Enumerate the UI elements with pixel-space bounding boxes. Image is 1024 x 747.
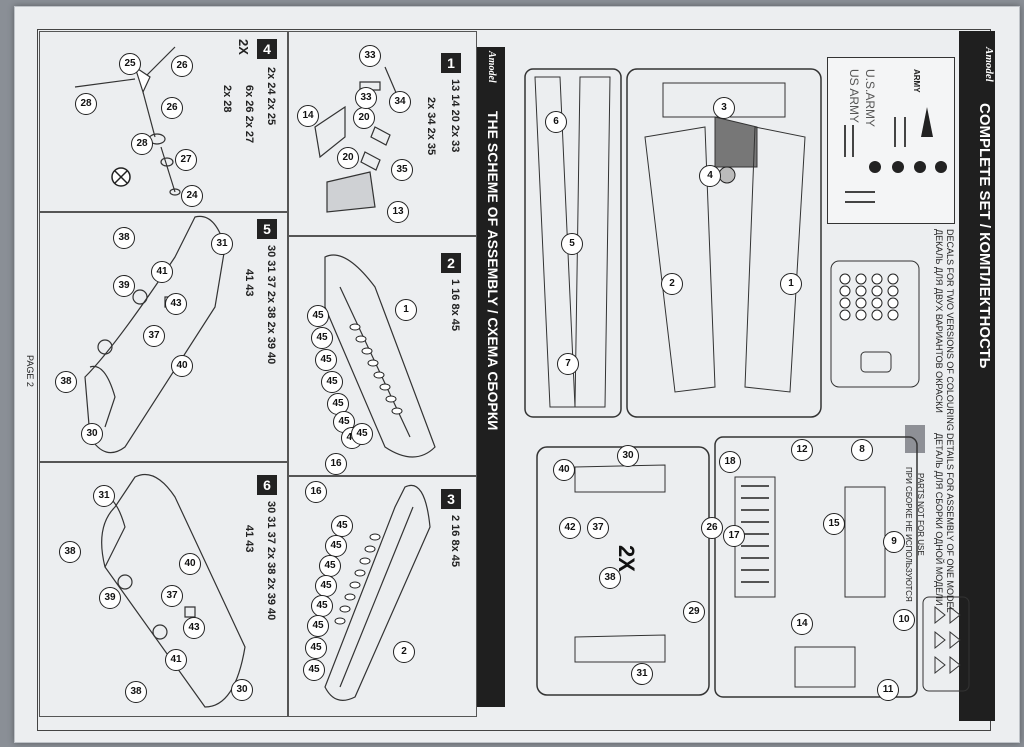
step6-part-40: 40: [179, 553, 201, 575]
step5-part-43: 43: [165, 293, 187, 315]
step-6-number: 6: [257, 475, 277, 495]
step2-part-45b: 45: [311, 327, 333, 349]
step4-part-26: 26: [171, 55, 193, 77]
step5-part-37: 37: [143, 325, 165, 347]
part-number-29: 29: [683, 601, 705, 623]
part-number-12: 12: [791, 439, 813, 461]
assembly-header: [477, 47, 505, 707]
step2-part-45h: 45: [351, 423, 373, 445]
step6-part-43: 43: [183, 617, 205, 639]
step3-part-45h: 45: [303, 659, 325, 681]
part-number-6: 6: [545, 111, 567, 133]
part-number-1: 1: [780, 273, 802, 295]
step3-part-45a: 45: [331, 515, 353, 537]
part-number-26: 26: [701, 517, 723, 539]
step1-part-35: 35: [391, 159, 413, 181]
step-4-panel: [39, 31, 289, 213]
instruction-sheet: Amodel COMPLETE SET / КОМПЛЕКТНОСТЬ DECA…: [14, 6, 1020, 743]
step-2-number: 2: [441, 253, 461, 273]
step6-part-38: 38: [59, 541, 81, 563]
part-number-2: 2: [661, 273, 683, 295]
step5-part-31: 31: [211, 233, 233, 255]
step4-part-24: 24: [181, 185, 203, 207]
step5-part-38b: 38: [55, 371, 77, 393]
part-number-18: 18: [719, 451, 741, 473]
step-6-panel: [39, 461, 289, 717]
step-3-panel: [287, 475, 477, 717]
step6-part-31: 31: [93, 485, 115, 507]
step-2-panel: [287, 235, 477, 477]
part-number-9: 9: [883, 531, 905, 553]
assembly-drawings: [74, 46, 436, 708]
step1-part-20: 20: [353, 107, 375, 129]
step6-part-39: 39: [99, 587, 121, 609]
decal-sheet: [827, 57, 955, 224]
step2-part-45d: 45: [321, 371, 343, 393]
step2-part-45c: 45: [315, 349, 337, 371]
step-4-number: 4: [257, 39, 277, 59]
step-5-number: 5: [257, 219, 277, 239]
part-number-8: 8: [851, 439, 873, 461]
part-number-38: 38: [599, 567, 621, 589]
part-number-5: 5: [561, 233, 583, 255]
step4-part-25: 25: [119, 53, 141, 75]
step5-part-40: 40: [171, 355, 193, 377]
step6-part-41: 41: [165, 649, 187, 671]
part-number-30: 30: [617, 445, 639, 467]
step6-part-38b: 38: [125, 681, 147, 703]
step-1-number: 1: [441, 53, 461, 73]
step3-part-45f: 45: [307, 615, 329, 637]
part-number-11: 11: [877, 679, 899, 701]
step4-part-26b: 26: [161, 97, 183, 119]
step-1-panel: [287, 31, 477, 237]
part-number-14: 14: [791, 613, 813, 635]
part-number-4: 4: [699, 165, 721, 187]
step1-part-34: 34: [389, 91, 411, 113]
complete-set-header: [959, 31, 995, 721]
part-number-10: 10: [893, 609, 915, 631]
part-number-40: 40: [553, 459, 575, 481]
step1-part-33: 33: [359, 45, 381, 67]
part-number-3: 3: [713, 97, 735, 119]
step5-part-30: 30: [81, 423, 103, 445]
step3-part-45b: 45: [325, 535, 347, 557]
step3-part-2: 2: [393, 641, 415, 663]
step3-part-45e: 45: [311, 595, 333, 617]
part-number-17: 17: [723, 525, 745, 547]
step5-part-38: 38: [113, 227, 135, 249]
step-3-number: 3: [441, 489, 461, 509]
step4-part-27: 27: [175, 149, 197, 171]
step3-part-45c: 45: [319, 555, 341, 577]
step4-part-28b: 28: [131, 133, 153, 155]
step1-part-33b: 33: [355, 87, 377, 109]
step4-part-28: 28: [75, 93, 97, 115]
part-number-7: 7: [557, 353, 579, 375]
step2-part-45a: 45: [307, 305, 329, 327]
step6-part-37: 37: [161, 585, 183, 607]
step1-part-20b: 20: [337, 147, 359, 169]
step6-part-30: 30: [231, 679, 253, 701]
part-number-31: 31: [631, 663, 653, 685]
part-number-15: 15: [823, 513, 845, 535]
part-number-37: 37: [587, 517, 609, 539]
step5-part-41: 41: [151, 261, 173, 283]
step1-part-13: 13: [387, 201, 409, 223]
step3-part-45d: 45: [315, 575, 337, 597]
step-5-panel: [39, 211, 289, 463]
step3-part-45g: 45: [305, 637, 327, 659]
part-number-42: 42: [559, 517, 581, 539]
step3-part-16: 16: [305, 481, 327, 503]
step2-part-1: 1: [395, 299, 417, 321]
step1-part-14: 14: [297, 105, 319, 127]
step5-part-39: 39: [113, 275, 135, 297]
step2-part-45e: 45: [327, 393, 349, 415]
page-label: PAGE 2: [25, 355, 35, 387]
step2-part-16: 16: [325, 453, 347, 475]
